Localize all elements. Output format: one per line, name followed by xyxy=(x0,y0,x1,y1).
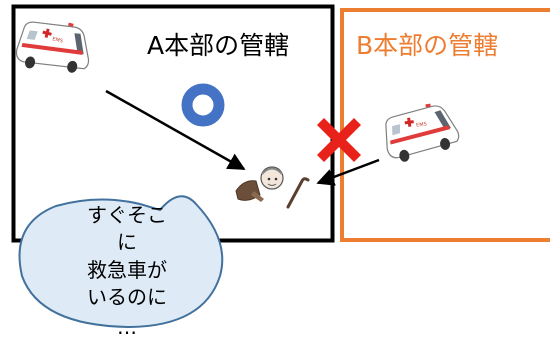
arrow-from-a xyxy=(105,89,246,171)
bubble-line-4: いるのに xyxy=(87,285,167,309)
bubble-line-1: すぐそこ xyxy=(87,203,167,227)
zone-b-border xyxy=(340,8,550,242)
bubble-line-2: に xyxy=(117,230,137,254)
zone-b-label: B本部の管轄 xyxy=(356,31,498,60)
speech-bubble xyxy=(18,195,224,329)
collapsed-elderly-person-icon xyxy=(235,166,310,209)
zone-a-label: A本部の管轄 xyxy=(147,31,289,60)
bubble-line-3: 救急車が xyxy=(87,258,167,282)
ambulance-icon-b xyxy=(381,99,462,165)
bubble-line-5: … xyxy=(117,315,137,339)
ok-circle-icon xyxy=(181,83,225,127)
ng-cross-icon xyxy=(317,118,361,162)
ambulance-icon-a xyxy=(12,11,98,83)
speech-bubble-text: すぐそこ に 救急車が いるのに … xyxy=(87,203,167,339)
arrow-from-b xyxy=(316,158,380,186)
